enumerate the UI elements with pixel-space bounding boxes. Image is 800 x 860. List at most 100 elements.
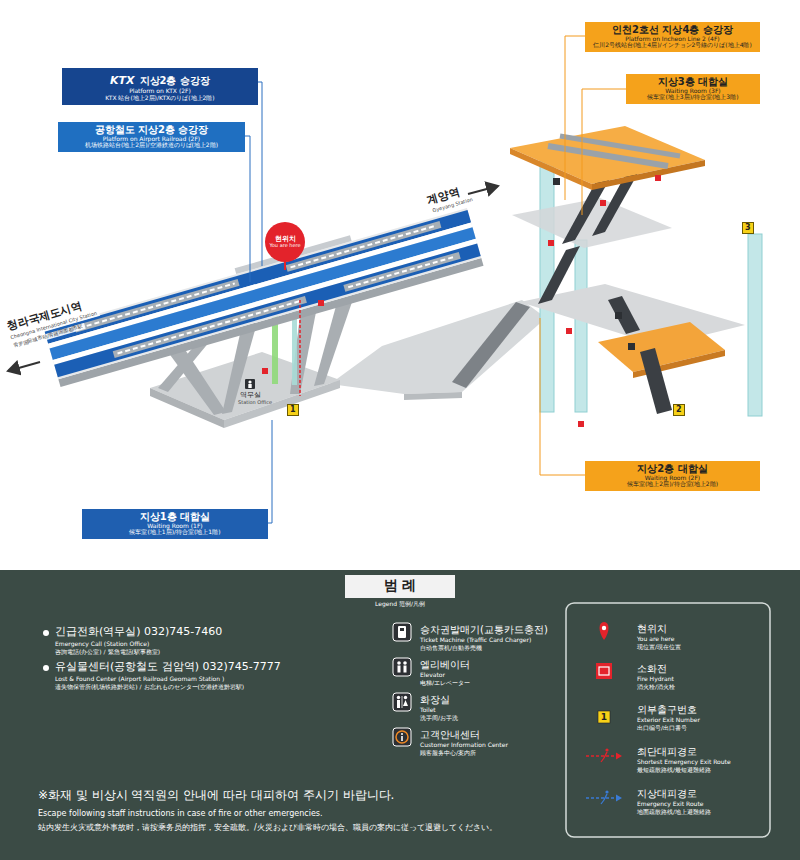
- icon-shape: [599, 667, 609, 675]
- legend-cjk: 电梯/エレベーター: [420, 680, 470, 687]
- platform-deck: [44, 208, 481, 379]
- legend-exit-number: 1: [598, 711, 610, 723]
- callout-heading: 지상3층 대합실: [632, 76, 754, 88]
- legend-panel: [345, 575, 455, 598]
- hydrant-mark: [655, 175, 661, 181]
- exit-number: 1: [287, 404, 299, 416]
- floor-slab: [598, 322, 725, 372]
- walkway: [330, 300, 546, 394]
- contact-line-cjk: 咨詢電話(办公室) / 緊急電話(駅事務室): [55, 649, 160, 656]
- legend-icon: [586, 748, 622, 762]
- contact-line-cjk: 遗失物保管所(机场铁路黔岩站) / お忘れものセンター(空港鉄道黔岩駅): [55, 684, 244, 691]
- hydrant-mark: [566, 328, 572, 334]
- exit-number: 3: [742, 222, 754, 234]
- icon-shape: [401, 736, 403, 741]
- icon-shape: [402, 696, 403, 708]
- legend-cjk: 顾客服务中心/案内所: [420, 750, 476, 757]
- icon-shape: [600, 622, 609, 640]
- callout-heading: 지상2층 대합실: [591, 463, 754, 475]
- pin-heading: 현위치: [275, 235, 296, 243]
- icon-shape: [601, 758, 604, 762]
- facility-mark: [615, 312, 622, 319]
- legend-panel: [0, 570, 800, 860]
- icon-shape: [398, 626, 406, 638]
- leader-line: [582, 89, 626, 215]
- exit-number: 2: [673, 404, 685, 416]
- legend-panel: [566, 603, 770, 837]
- icon-shape: [401, 733, 403, 735]
- icon-tile: [393, 658, 411, 676]
- top-platform: [510, 126, 705, 184]
- contact-line-en: Emergency Call (Station Office): [55, 641, 149, 648]
- icon-shape: [586, 755, 616, 757]
- notice-cjk: 站内发生火灾或意外事故时，请按乘务员的指挥，安全疏散。/火災および非常時の場合、…: [38, 823, 497, 832]
- platform-deck: [79, 283, 235, 328]
- legend-icon: [393, 693, 411, 711]
- glass-shaft: [748, 234, 762, 416]
- walkway: [452, 302, 530, 388]
- icon-shape: [403, 661, 407, 665]
- icon-shape: [601, 800, 604, 804]
- legend-icon: [393, 728, 411, 746]
- icon-shape: [396, 731, 408, 743]
- callout-subtext: 候车室(地上2层)/待合室(地上2階): [591, 481, 754, 488]
- callout-subtext: Platform on Airport Railroad (2F): [64, 136, 239, 143]
- leader-line: [245, 36, 626, 523]
- icon-shape: [400, 628, 404, 631]
- notice-en: Escape following staff instructions in c…: [38, 809, 323, 818]
- office-label-en: Station Office: [238, 400, 272, 406]
- callout-subtext: Platform on Incheon Line 2 (4F): [591, 36, 754, 43]
- legend-icon: [600, 622, 609, 640]
- legend-cjk: 现位置/現在位置: [637, 644, 681, 651]
- legend-en: Toilet: [420, 707, 436, 714]
- callout-subtext: 仁川2号线站台(地上4层)/インチョン2号線のりば(地上4階): [591, 42, 754, 49]
- icon-shape: [404, 696, 407, 699]
- hydrant-mark: [578, 421, 584, 427]
- platform-deck: [113, 296, 307, 358]
- ktx-logo: KTX: [110, 74, 135, 87]
- icon-shape: [605, 790, 608, 793]
- icon-shape: [397, 696, 400, 699]
- legend-panel: [43, 665, 49, 671]
- legend-cjk: 自动售票机/自動券売機: [420, 645, 482, 652]
- callout-subtext: Waiting Room (2F): [591, 475, 754, 482]
- contact-line-en: Lost & Found Center (Airport Railroad Ge…: [55, 676, 224, 683]
- top-platform: [560, 136, 680, 156]
- facility-mark: [628, 343, 635, 350]
- platform-deck: [343, 252, 460, 292]
- legend-text: 최단대피경로: [637, 746, 697, 758]
- legend-text: 현위치: [637, 623, 667, 635]
- legend-title: 범 례: [345, 577, 455, 593]
- icon-tile: [393, 728, 411, 746]
- platform-callout: 인천2호선 지상4층 승강장Platform on Incheon Line 2…: [585, 22, 760, 52]
- hydrant-mark: [262, 368, 268, 374]
- callout-subtext: Waiting Room (3F): [632, 88, 754, 95]
- legend-cjk: 洗手间/お手洗: [420, 715, 458, 722]
- platform-deck: [118, 300, 303, 353]
- callout-subtext: KTX 站台(地上2层)/KTXのりば(地上2階): [68, 95, 252, 102]
- icon-shape: [604, 752, 607, 758]
- callout-subtext: 候车室(地上1层)/待合室(地上1階): [88, 529, 262, 536]
- you-are-here-pin: 현위치You are here: [265, 222, 305, 262]
- office-icon: [245, 379, 255, 389]
- callout-heading: 인천2호선 지상4층 승강장: [591, 24, 754, 36]
- hydrant-mark: [600, 200, 606, 206]
- legend-icon: [596, 663, 612, 679]
- leader-line: [258, 82, 262, 266]
- legend-text: 지상대피경로: [637, 788, 697, 800]
- contact-line: 유실물센터(공항철도 검암역) 032)745-7777: [55, 661, 281, 674]
- legend-cjk: 地面疏散路线/地上避難経路: [637, 809, 711, 816]
- callout-subtext: 候车室(地上3层)/待合室(地上3階): [632, 94, 754, 101]
- facility-mark: [553, 178, 635, 350]
- legend-en: Emergency Exit Route: [637, 801, 703, 808]
- icon-tile: [393, 623, 411, 641]
- contact-line: 긴급전화(역무실) 032)745-7460: [55, 626, 222, 639]
- legend-text: 고객안내센터: [420, 729, 480, 741]
- floor-callout: 지상1층 대합실Waiting Room (1F)候车室(地上1层)/待合室(地…: [82, 509, 268, 539]
- floor-callout: 지상3층 대합실Waiting Room (3F)候车室(地上3层)/待合室(地…: [626, 74, 760, 104]
- legend-text: 엘리베이터: [420, 659, 470, 671]
- legend-en: You are here: [637, 636, 674, 643]
- icon-shape: [604, 794, 607, 800]
- legend-text: 소화전: [637, 663, 667, 675]
